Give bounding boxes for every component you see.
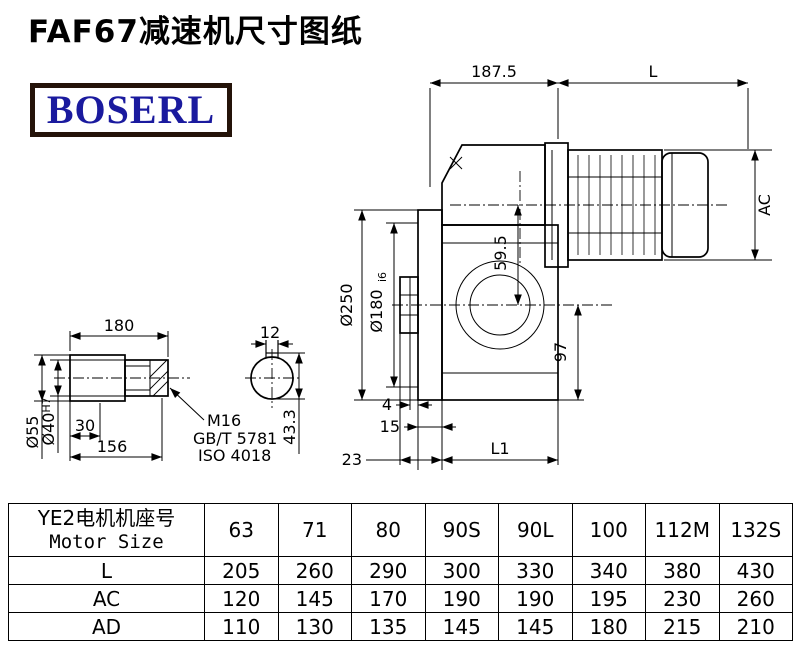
size-header-cell: 132S — [718, 503, 793, 557]
table-value-cell: 210 — [718, 612, 793, 641]
table-value-cell: 260 — [718, 584, 793, 613]
size-header-cell: 100 — [571, 503, 646, 557]
table-value-cell: 190 — [424, 584, 499, 613]
dim-d40-label: Ø40 — [39, 413, 58, 446]
output-gear-circle — [469, 274, 531, 336]
row-label-L: L — [8, 556, 205, 585]
shaft-detail-outline — [69, 354, 169, 402]
gearbox-outline — [399, 142, 709, 401]
dim-d180-tolerance: i6 — [376, 272, 389, 282]
table-value-cell: 180 — [571, 612, 646, 641]
size-header-cell: 63 — [204, 503, 279, 557]
table-value-cell: 380 — [645, 556, 720, 585]
shaft-d40-section — [124, 359, 169, 397]
technical-drawing: 187.5 L AC Ø250 Ø180 i6 59.5 97 4 15 23 … — [23, 62, 774, 470]
dim-23-label: 23 — [342, 450, 362, 469]
table-value-cell: 195 — [571, 584, 646, 613]
table-row-AD: AD 110 130 135 145 145 180 215 210 — [8, 612, 793, 641]
table-row-L: L 205 260 290 300 330 340 380 430 — [8, 556, 793, 585]
dim-43-3-label: 43.3 — [280, 409, 299, 445]
table-value-cell: 430 — [718, 556, 793, 585]
table-value-cell: 120 — [204, 584, 279, 613]
dim-15-label: 15 — [380, 417, 400, 436]
boserl-logo-box: BOSERL — [30, 83, 232, 137]
dim-ac-label: AC — [755, 194, 774, 216]
table-value-cell: 135 — [351, 612, 426, 641]
size-header-cell: 80 — [351, 503, 426, 557]
motor-size-header-en: Motor Size — [49, 531, 164, 554]
dim-12-label: 12 — [260, 323, 280, 342]
size-header-cell: 90S — [424, 503, 499, 557]
motor-size-header-cn: YE2电机机座号 — [37, 506, 176, 531]
table-row-AC: AC 120 145 170 190 190 195 230 260 — [8, 584, 793, 613]
size-header-cell: 112M — [645, 503, 720, 557]
table-value-cell: 170 — [351, 584, 426, 613]
dim-d250-label: Ø250 — [337, 283, 356, 326]
page-title: FAF67减速机尺寸图纸 — [28, 14, 363, 50]
table-value-cell: 145 — [424, 612, 499, 641]
table-value-cell: 215 — [645, 612, 720, 641]
motor-size-header-cell: YE2电机机座号 Motor Size — [8, 503, 205, 557]
hollow-shaft-boss — [399, 276, 419, 334]
motor-size-table: YE2电机机座号 Motor Size 63 71 80 90S 90L 100… — [8, 503, 793, 641]
size-header-cell: 71 — [277, 503, 352, 557]
dimension-labels: 187.5 L AC Ø250 Ø180 i6 59.5 97 4 15 23 … — [23, 62, 774, 469]
table-value-cell: 230 — [645, 584, 720, 613]
table-value-cell: 260 — [277, 556, 352, 585]
dim-180-label: 180 — [104, 316, 135, 335]
table-value-cell: 110 — [204, 612, 279, 641]
dim-156-label: 156 — [97, 437, 128, 456]
standard-gb-label: GB/T 5781 — [193, 429, 277, 448]
standard-iso-label: ISO 4018 — [198, 446, 271, 465]
dim-d40-tolerance: H7 — [40, 397, 53, 412]
row-label-AD: AD — [8, 612, 205, 641]
table-value-cell: 145 — [277, 584, 352, 613]
motor-fins — [577, 155, 656, 255]
dim-59-5-label: 59.5 — [491, 235, 510, 271]
row-label-AC: AC — [8, 584, 205, 613]
dim-30-label: 30 — [75, 416, 95, 435]
dim-187-5-label: 187.5 — [471, 62, 517, 81]
table-value-cell: 130 — [277, 612, 352, 641]
dim-4-label: 4 — [382, 395, 392, 414]
fan-cover — [661, 152, 709, 258]
dim-d55-label: Ø55 — [23, 416, 42, 449]
dim-l1-label: L1 — [490, 439, 509, 458]
table-value-cell: 330 — [498, 556, 573, 585]
table-value-cell: 340 — [571, 556, 646, 585]
size-header-cell: 90L — [498, 503, 573, 557]
table-header-row: YE2电机机座号 Motor Size 63 71 80 90S 90L 100… — [8, 503, 793, 557]
table-value-cell: 145 — [498, 612, 573, 641]
table-value-cell: 205 — [204, 556, 279, 585]
dim-d180-label: Ø180 — [367, 289, 386, 332]
dimension-lines — [34, 79, 772, 470]
thread-m16-label: M16 — [207, 411, 241, 430]
input-housing — [441, 144, 546, 226]
boserl-logo-text: BOSERL — [46, 87, 216, 132]
table-value-cell: 290 — [351, 556, 426, 585]
table-value-cell: 300 — [424, 556, 499, 585]
dim-97-label: 97 — [551, 342, 570, 362]
dim-l-label: L — [649, 62, 658, 81]
table-value-cell: 190 — [498, 584, 573, 613]
